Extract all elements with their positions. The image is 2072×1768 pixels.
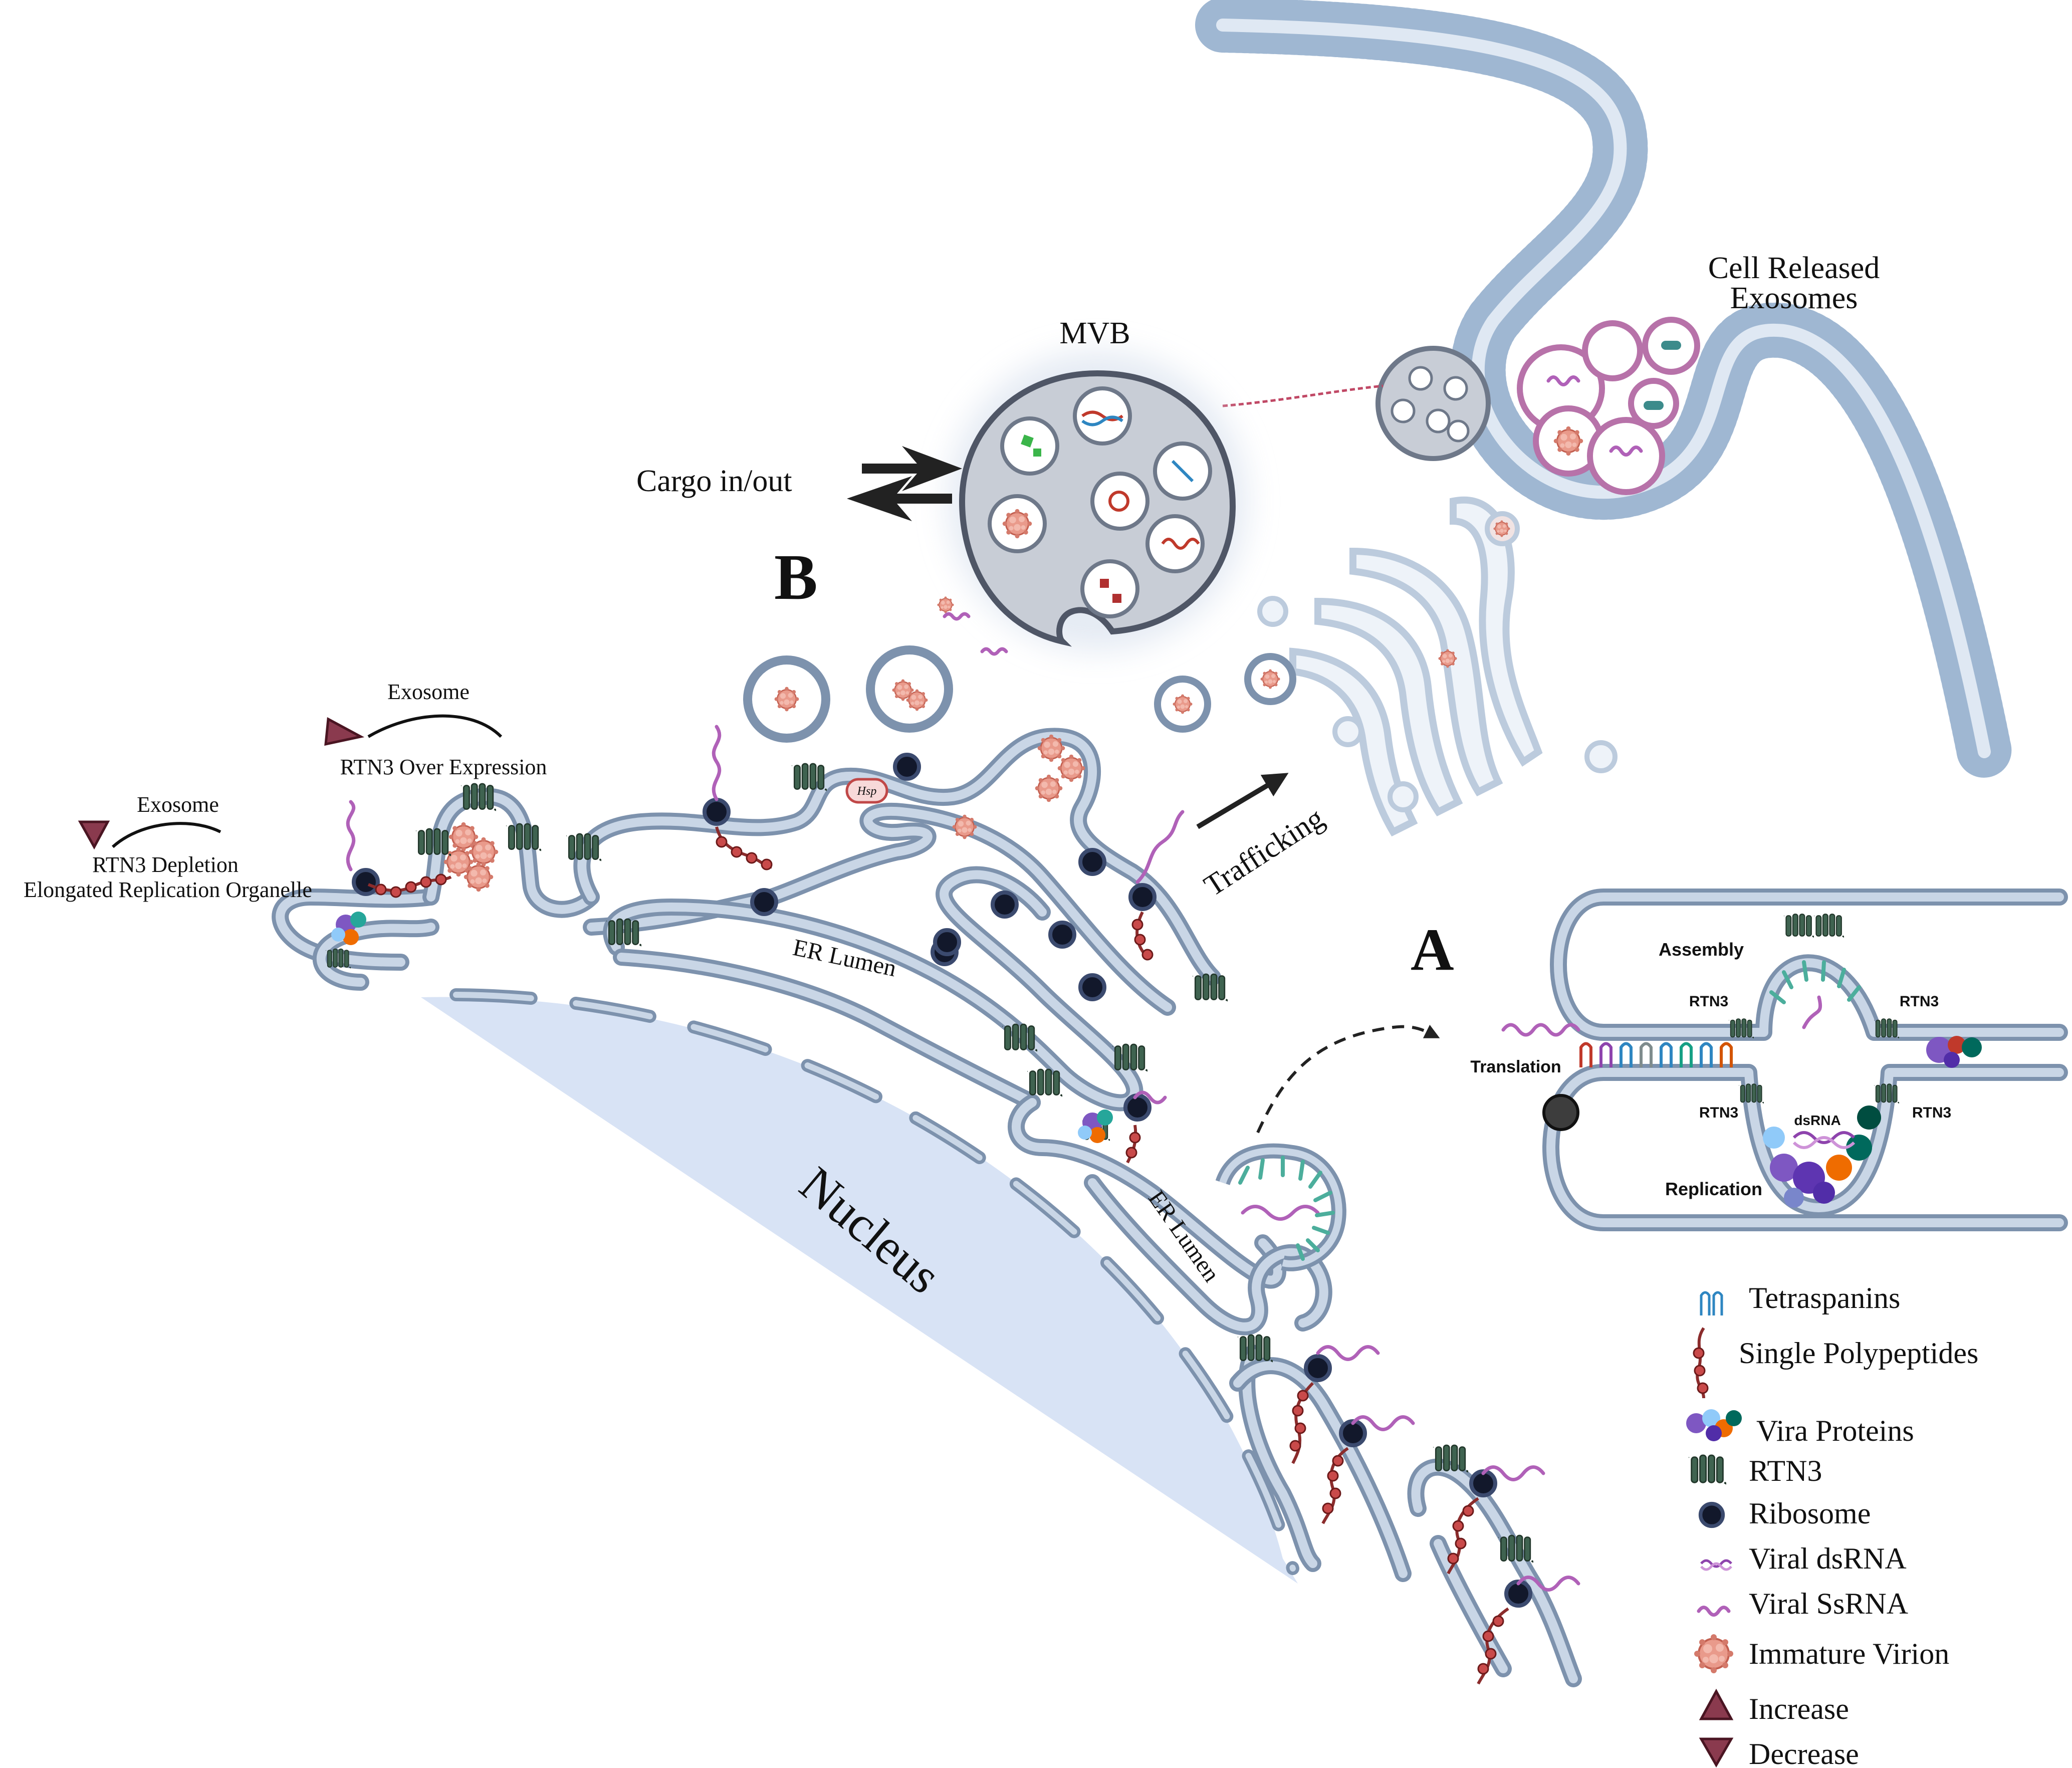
tetraspanin-icon	[1700, 1291, 1723, 1315]
trafficking-arrow	[1196, 773, 1289, 829]
mvb	[937, 351, 1248, 656]
legend-label-polypeptides: Single Polypeptides	[1739, 1337, 1978, 1370]
viral-protein-icon	[1686, 1409, 1742, 1441]
rtn3-label-a2: RTN3	[1900, 993, 1939, 1010]
decrease-icon	[78, 820, 110, 850]
mvb-label: MVB	[1059, 316, 1130, 350]
elongated-organelle-label: Elongated Replication Organelle	[24, 877, 312, 902]
legend-label-ssrna: Viral SsRNA	[1749, 1587, 1908, 1620]
dsrna-icon	[1700, 1559, 1732, 1571]
polypeptide-icon	[1693, 1327, 1709, 1399]
polypeptide-chains	[367, 826, 1509, 1685]
er-replication-complexes	[331, 912, 1113, 1143]
legend-item-viral-proteins: Vira Proteins	[1686, 1409, 1914, 1447]
panel-a-label: A	[1411, 916, 1454, 983]
rtn3-over-expression-label: RTN3 Over Expression	[340, 755, 547, 779]
legend-label-decrease: Decrease	[1749, 1737, 1859, 1768]
legend-item-decrease: Decrease	[1699, 1737, 1859, 1768]
legend-item-rtn3: RTN3	[1689, 1454, 1822, 1487]
panel-a-inset	[1501, 889, 2068, 1231]
cargo-arrows	[847, 446, 962, 521]
transport-vesicles	[443, 645, 1296, 892]
budding-virion-spikes	[1238, 1156, 1335, 1261]
legend-label-ribosome: Ribosome	[1749, 1497, 1871, 1530]
legend-label-viral-proteins: Vira Proteins	[1756, 1414, 1914, 1447]
hsp-label: Hsp	[857, 785, 877, 798]
translation-label: Translation	[1470, 1057, 1561, 1076]
legend-item-virion: Immature Virion	[1694, 1634, 1949, 1674]
exosomes-label: Exosomes	[1730, 281, 1858, 315]
legend-label-tetraspanins: Tetraspanins	[1749, 1281, 1900, 1314]
rtn3-depletion-label: RTN3 Depletion	[92, 852, 239, 877]
legend-item-dsrna: Viral dsRNA	[1700, 1542, 1907, 1575]
replication-label: Replication	[1665, 1179, 1762, 1199]
exosome-down-label: Exosome	[137, 792, 219, 817]
ssrna-icon	[1697, 1606, 1731, 1617]
panel-b-label: B	[774, 541, 818, 613]
cargo-label: Cargo in/out	[636, 464, 792, 498]
released-exosomes	[1517, 317, 1700, 495]
ribosome-icon	[1701, 1504, 1723, 1526]
plasma-membrane	[1195, 0, 2012, 779]
legend-item-polypeptides: Single Polypeptides	[1693, 1327, 1978, 1399]
legend-item-ssrna: Viral SsRNA	[1697, 1587, 1908, 1620]
nucleus	[421, 988, 1299, 1584]
assembly-label: Assembly	[1659, 939, 1744, 960]
increase-icon	[1699, 1688, 1734, 1720]
dsrna-label: dsRNA	[1794, 1113, 1840, 1128]
legend: Tetraspanins Single Polypeptides Vira Pr…	[1686, 1281, 1978, 1768]
rtn3-depletion-annotation	[78, 820, 221, 850]
virion-icon	[1694, 1634, 1734, 1674]
exosome-up-label: Exosome	[387, 680, 470, 704]
rtn3-over-expression-annotation	[324, 714, 503, 746]
legend-item-tetraspanins: Tetraspanins	[1700, 1281, 1900, 1315]
legend-item-ribosome: Ribosome	[1701, 1497, 1871, 1530]
rtn3-label-a1: RTN3	[1689, 993, 1728, 1010]
increase-icon	[324, 717, 365, 746]
golgi-apparatus	[1257, 496, 1618, 837]
rtn3-label-a4: RTN3	[1912, 1104, 1951, 1121]
legend-label-rtn3: RTN3	[1749, 1454, 1822, 1487]
legend-label-dsrna: Viral dsRNA	[1749, 1542, 1907, 1575]
legend-label-increase: Increase	[1749, 1692, 1849, 1725]
decrease-icon	[1699, 1737, 1734, 1768]
rtn3-label-a3: RTN3	[1699, 1104, 1738, 1121]
fusing-mvb	[1222, 346, 1491, 461]
hsp-chaperone	[845, 778, 888, 804]
rtn3-icon	[1689, 1454, 1726, 1485]
cell-released-label: Cell Released	[1708, 251, 1880, 285]
viral-ssrna	[346, 725, 1580, 1592]
legend-item-increase: Increase	[1699, 1688, 1849, 1725]
legend-label-virion: Immature Virion	[1749, 1637, 1949, 1670]
zoom-arrow	[1256, 1024, 1440, 1134]
